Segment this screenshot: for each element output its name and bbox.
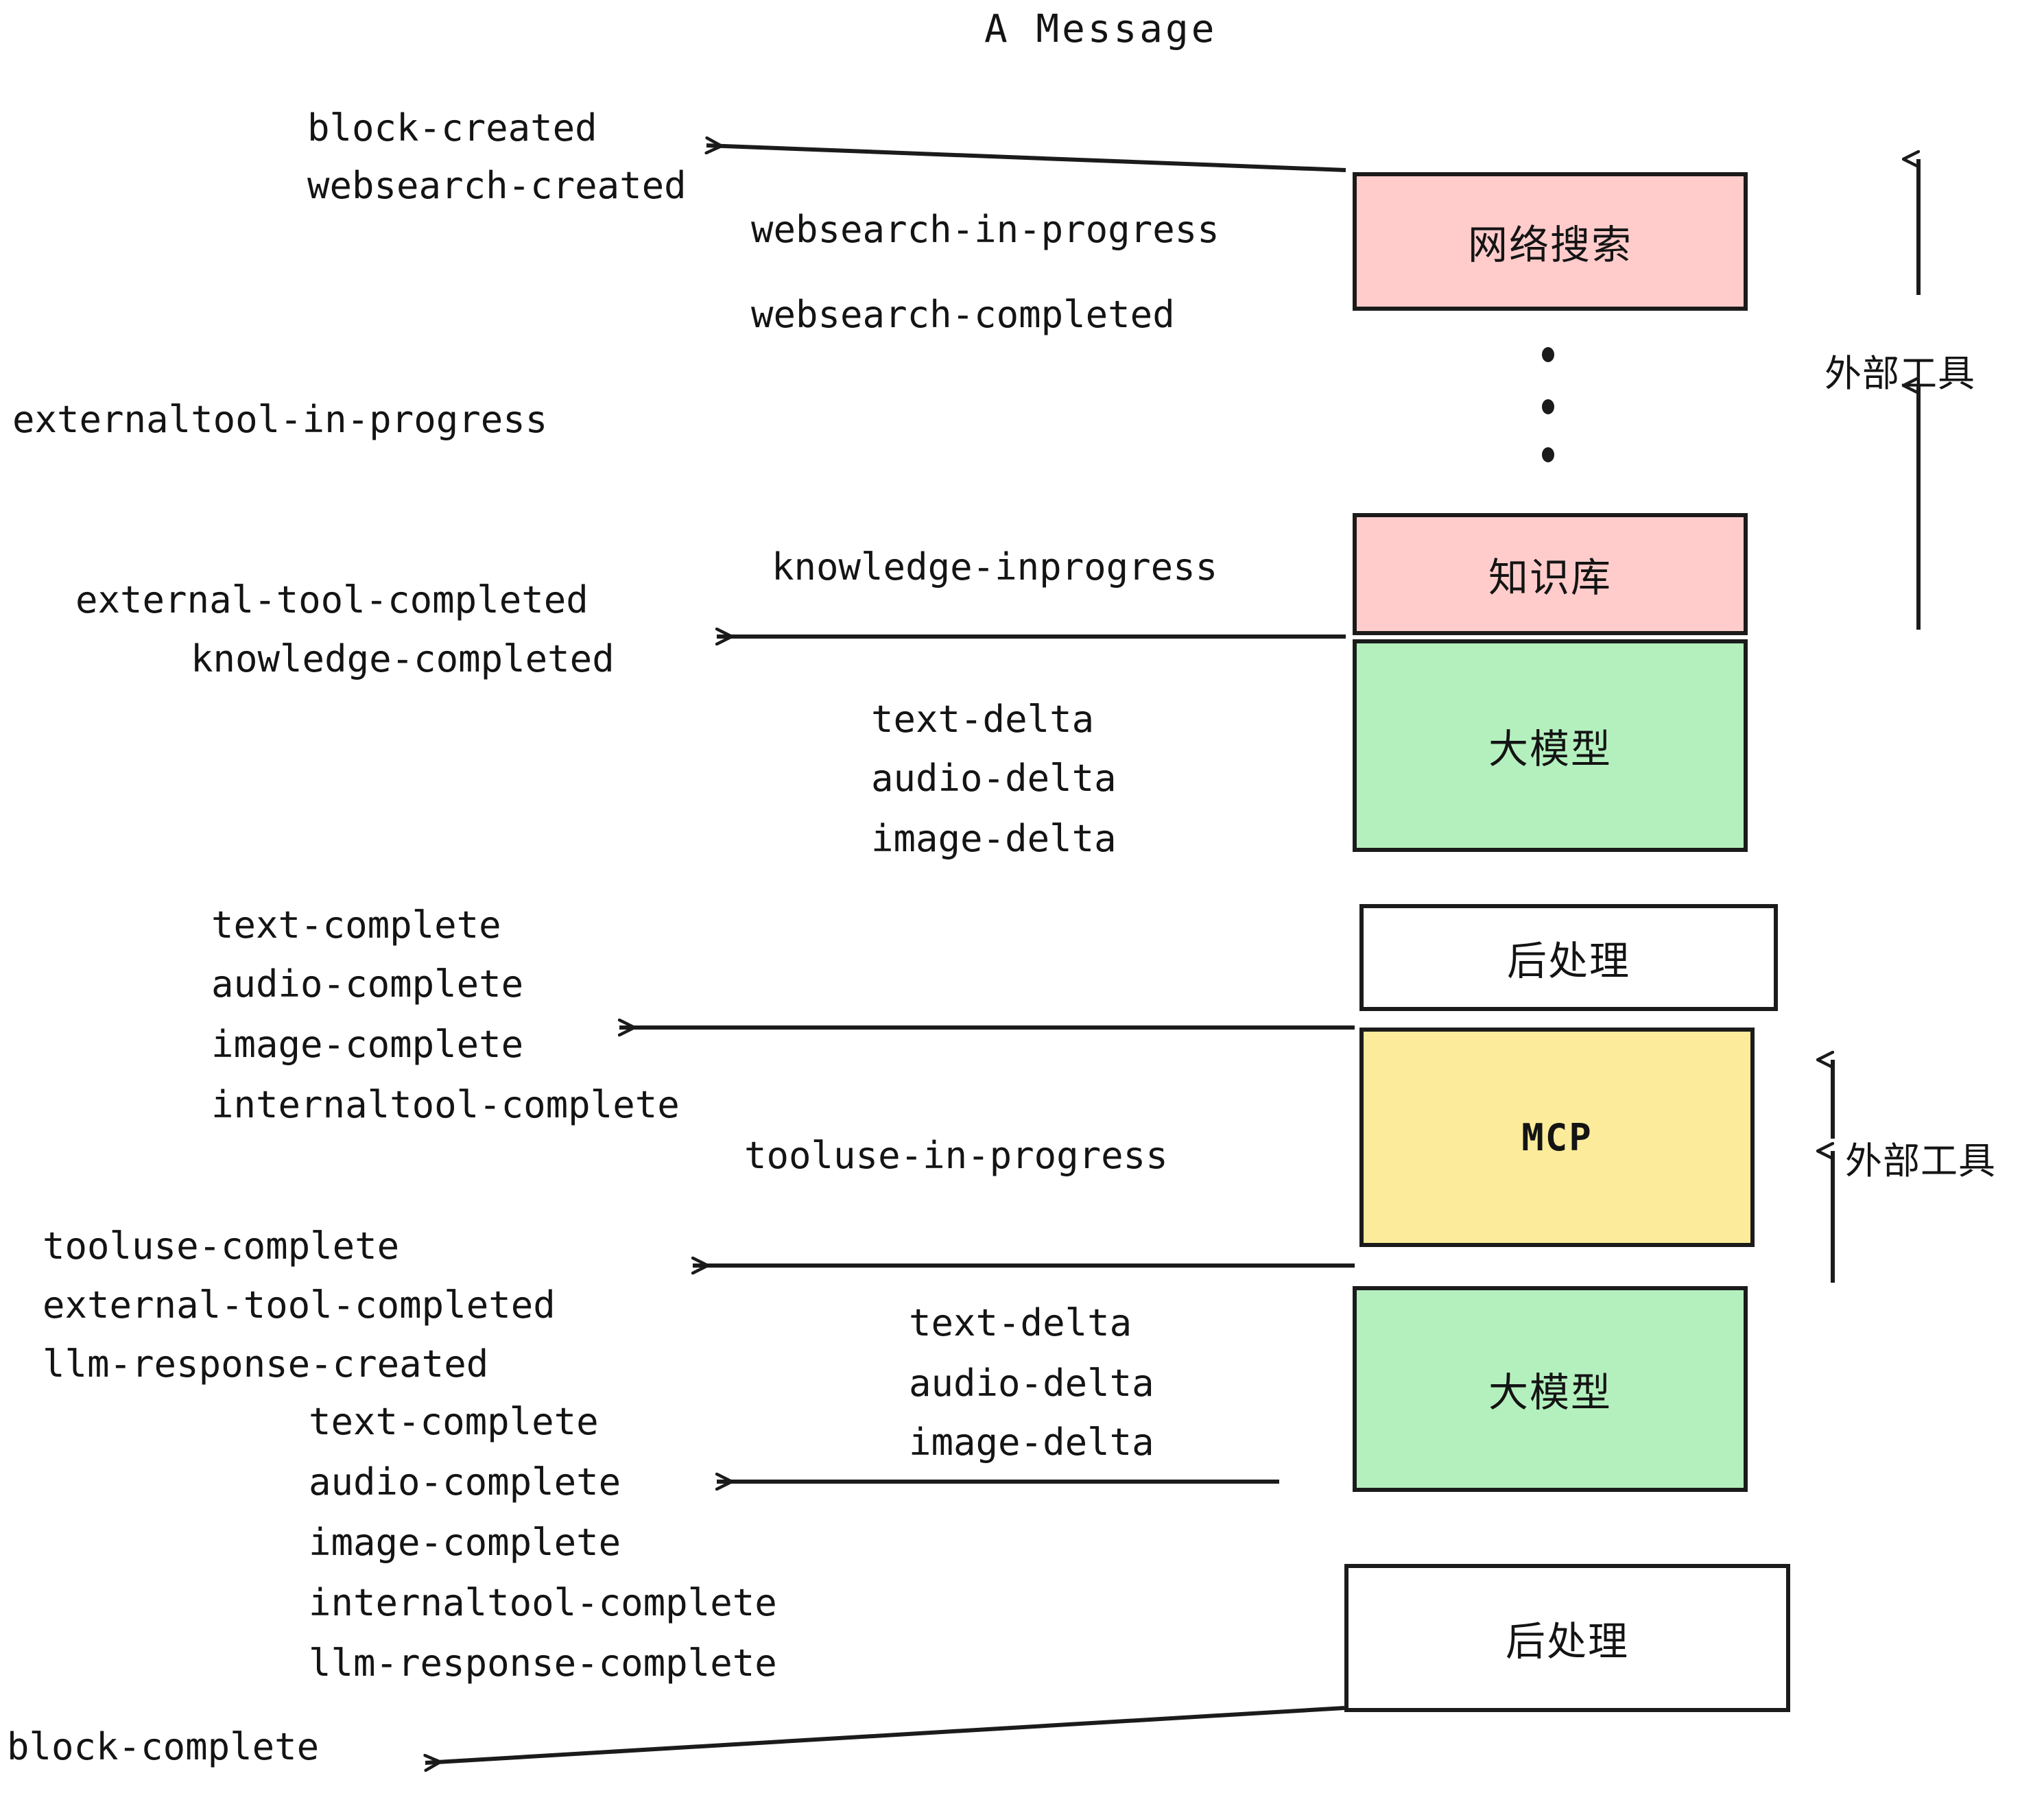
box-knowledge: 知识库 xyxy=(1353,513,1748,635)
event-label-text-complete-2: text-complete xyxy=(309,1400,599,1443)
event-label-externaltool-in-progress: externaltool-in-progress xyxy=(12,398,548,441)
event-label-internaltool-complete-1: internaltool-complete xyxy=(211,1083,680,1126)
event-label-knowledge-completed: knowledge-completed xyxy=(191,637,615,680)
event-label-internaltool-complete-2: internaltool-complete xyxy=(309,1581,777,1624)
box-label: 大模型 xyxy=(1488,726,1612,772)
event-label-image-complete-1: image-complete xyxy=(211,1023,524,1066)
event-label-external-tool-completed-1: external-tool-completed xyxy=(75,578,589,621)
event-label-llm-response-complete: llm-response-complete xyxy=(309,1641,777,1685)
event-label-websearch-in-progress: websearch-in-progress xyxy=(751,208,1220,251)
event-label-text-delta-1: text-delta xyxy=(871,698,1095,741)
event-label-websearch-created: websearch-created xyxy=(307,164,687,207)
box-label: MCP xyxy=(1521,1115,1593,1159)
group-label-external-tool-top: 外部工具 xyxy=(1825,352,1975,395)
arrow-block-created xyxy=(706,145,1346,172)
event-label-audio-complete-2: audio-complete xyxy=(309,1460,621,1504)
box-llm-first: 大模型 xyxy=(1353,639,1748,852)
event-label-audio-delta-2: audio-delta xyxy=(909,1362,1154,1405)
event-label-text-complete-1: text-complete xyxy=(211,903,501,947)
event-label-image-delta-1: image-delta xyxy=(871,817,1117,860)
event-label-image-complete-2: image-complete xyxy=(309,1521,621,1564)
ellipsis-dot xyxy=(1542,447,1554,462)
event-label-block-created: block-created xyxy=(307,106,597,150)
box-postprocess-first: 后处理 xyxy=(1359,904,1778,1011)
event-label-websearch-completed: websearch-completed xyxy=(751,293,1175,336)
event-label-tooluse-in-progress: tooluse-in-progress xyxy=(744,1134,1168,1177)
box-postprocess-second: 后处理 xyxy=(1344,1564,1790,1712)
page-title: A Message xyxy=(984,7,1217,51)
box-label: 后处理 xyxy=(1506,938,1630,984)
event-label-text-delta-2: text-delta xyxy=(909,1301,1132,1344)
box-label: 大模型 xyxy=(1488,1369,1612,1416)
event-label-llm-response-created: llm-response-created xyxy=(43,1342,489,1386)
ellipsis-dot xyxy=(1542,399,1554,414)
event-label-audio-delta-1: audio-delta xyxy=(871,757,1117,800)
event-label-external-tool-completed-2: external-tool-completed xyxy=(43,1283,556,1327)
box-websearch: 网络搜索 xyxy=(1353,172,1748,311)
event-label-audio-complete-1: audio-complete xyxy=(211,962,524,1006)
box-mcp: MCP xyxy=(1359,1028,1755,1247)
event-label-knowledge-inprogress: knowledge-inprogress xyxy=(772,545,1218,589)
event-label-block-complete: block-complete xyxy=(7,1725,320,1768)
box-label: 后处理 xyxy=(1505,1618,1629,1665)
box-label: 知识库 xyxy=(1488,554,1612,601)
ellipsis-dot xyxy=(1542,347,1554,362)
event-label-image-delta-2: image-delta xyxy=(909,1421,1154,1464)
event-label-tooluse-complete: tooluse-complete xyxy=(43,1224,400,1268)
box-label: 网络搜索 xyxy=(1467,222,1632,268)
box-llm-second: 大模型 xyxy=(1353,1286,1748,1492)
group-label-external-tool-bottom: 外部工具 xyxy=(1845,1139,1996,1183)
arrow-block-complete xyxy=(425,1706,1345,1763)
